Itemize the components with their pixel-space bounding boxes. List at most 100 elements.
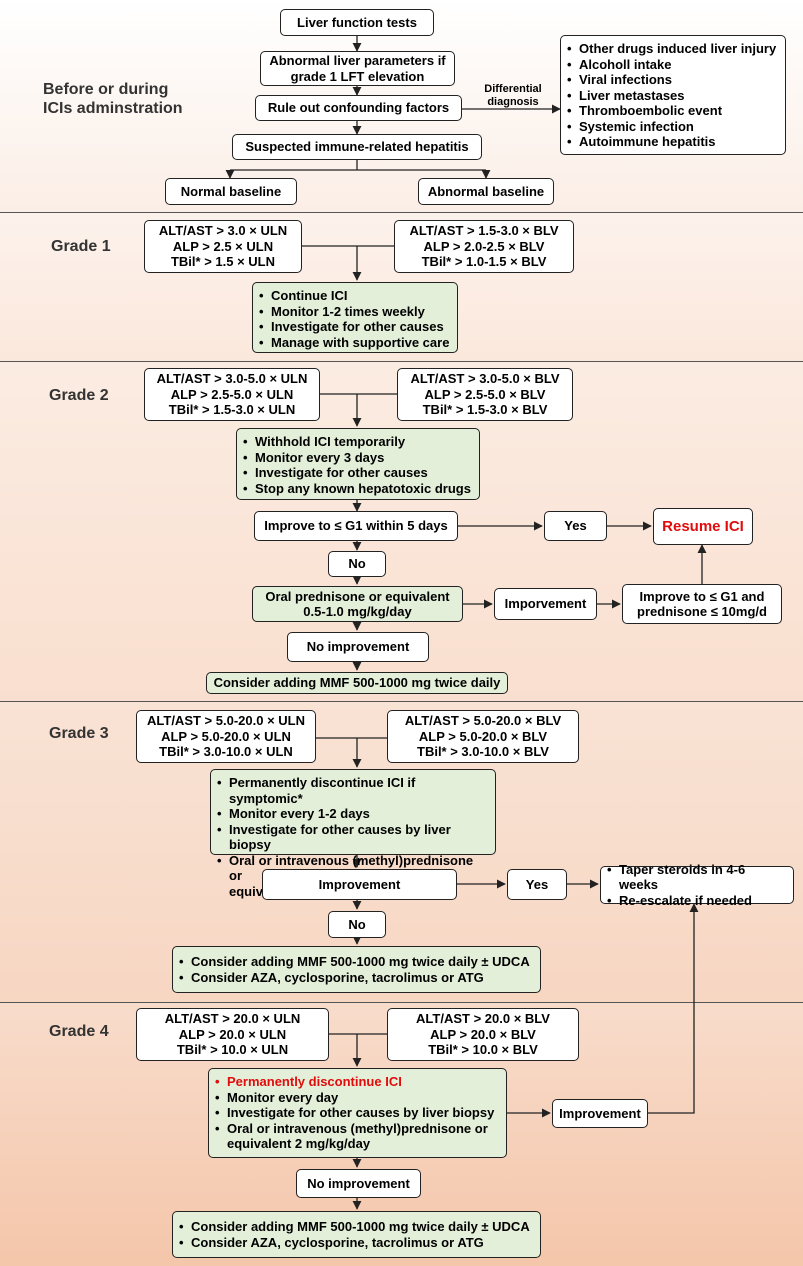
section-label-grade1: Grade 1 <box>51 238 111 255</box>
criterion: TBil* > 10.0 × ULN <box>176 1042 289 1058</box>
g3-yes-box: Yes <box>507 869 567 900</box>
g4-actions-box: Permanently discontinue ICI Monitor ever… <box>208 1068 507 1158</box>
consider-item: Consider AZA, cyclosporine, tacrolimus o… <box>179 1235 530 1251</box>
g3-blv-criteria: ALT/AST > 5.0-20.0 × BLV ALP > 5.0-20.0 … <box>387 710 579 763</box>
g3-uln-criteria: ALT/AST > 5.0-20.0 × ULN ALP > 5.0-20.0 … <box>136 710 316 763</box>
action-item: Monitor every day <box>215 1090 494 1106</box>
action-item: Permanently discontinue ICI if symptomic… <box>217 775 489 806</box>
differential-item: Thromboembolic event <box>567 103 776 119</box>
criterion: ALP > 5.0-20.0 × ULN <box>161 728 291 744</box>
criterion: ALT/AST > 5.0-20.0 × ULN <box>147 713 305 729</box>
criterion: ALT/AST > 5.0-20.0 × BLV <box>404 713 562 729</box>
differentials-box: Other drugs induced liver injury Alcohol… <box>560 35 786 155</box>
taper-list: Taper steroids in 4-6 weeks Re-escalate … <box>607 862 787 909</box>
section-label-grade2: Grade 2 <box>49 387 109 404</box>
divider-3 <box>0 701 803 702</box>
criterion: TBil* > 1.5-3.0 × BLV <box>422 402 548 418</box>
criterion: TBil* > 3.0-10.0 × BLV <box>417 744 549 760</box>
criterion: ALP > 2.5-5.0 × BLV <box>424 386 546 402</box>
action-item-continued: equivalent 2 mg/kg/day <box>215 1136 494 1152</box>
divider-4 <box>0 1002 803 1003</box>
g1-blv-criteria: ALT/AST > 1.5-3.0 × BLV ALP > 2.0-2.5 × … <box>394 220 574 273</box>
g1-actions-box: Continue ICI Monitor 1-2 times weekly In… <box>252 282 458 353</box>
prednisone-limit: prednisone ≤ 10mg/d <box>637 604 767 619</box>
section-label-grade4: Grade 4 <box>49 1023 109 1040</box>
g2-blv-criteria: ALT/AST > 3.0-5.0 × BLV ALP > 2.5-5.0 × … <box>397 368 573 421</box>
g4-no-improvement-box: No improvement <box>296 1169 421 1198</box>
g4-improvement-box: Improvement <box>552 1099 648 1128</box>
g4-consider-box: Consider adding MMF 500-1000 mg twice da… <box>172 1211 541 1258</box>
criterion: ALP > 2.0-2.5 × BLV <box>423 238 545 254</box>
differential-item: Other drugs induced liver injury <box>567 41 776 57</box>
g2-uln-criteria: ALT/AST > 3.0-5.0 × ULN ALP > 2.5-5.0 × … <box>144 368 320 421</box>
taper-item: Re-escalate if needed <box>607 893 787 909</box>
differentials-list: Other drugs induced liver injury Alcohol… <box>567 41 776 150</box>
criterion: ALT/AST > 20.0 × ULN <box>164 1011 301 1027</box>
g1-actions-list: Continue ICI Monitor 1-2 times weekly In… <box>259 288 449 350</box>
lft-box: Liver function tests <box>280 9 434 36</box>
taper-item: Taper steroids in 4-6 weeks <box>607 862 787 893</box>
criterion: ALT/AST > 20.0 × BLV <box>416 1011 550 1027</box>
criterion: ALP > 20.0 × BLV <box>430 1026 536 1042</box>
action-item: Monitor 1-2 times weekly <box>259 304 449 320</box>
action-item: Stop any known hepatotoxic drugs <box>243 481 471 497</box>
differential-item: Alcoholl intake <box>567 57 776 73</box>
differential-item: Viral infections <box>567 72 776 88</box>
g2-actions-list: Withhold ICI temporarily Monitor every 3… <box>243 434 471 496</box>
prednisone-line: Oral prednisone or equivalent <box>265 588 450 604</box>
action-item: Investigate for other causes by liver bi… <box>215 1105 494 1121</box>
g4-actions-list: Permanently discontinue ICI Monitor ever… <box>215 1074 494 1152</box>
criterion: ALT/AST > 1.5-3.0 × BLV <box>409 223 559 239</box>
consider-item: Consider AZA, cyclosporine, tacrolimus o… <box>179 970 530 986</box>
section-label-grade3: Grade 3 <box>49 725 109 742</box>
criterion: ALP > 20.0 × ULN <box>178 1026 287 1042</box>
g3-actions-box: Permanently discontinue ICI if symptomic… <box>210 769 496 899</box>
g4-consider-list: Consider adding MMF 500-1000 mg twice da… <box>179 1219 530 1250</box>
taper-box: Taper steroids in 4-6 weeks Re-escalate … <box>600 862 794 908</box>
action-item: Manage with supportive care <box>259 335 449 351</box>
abnormal-baseline-box: Abnormal baseline <box>418 178 554 205</box>
g3-no-box: No <box>328 911 386 938</box>
g2-actions-box: Withhold ICI temporarily Monitor every 3… <box>236 428 480 500</box>
consider-item: Consider adding MMF 500-1000 mg twice da… <box>179 1219 530 1235</box>
normal-baseline-box: Normal baseline <box>165 178 297 205</box>
g2-no-box: No <box>328 551 386 577</box>
differential-label: Differential diagnosis <box>484 83 542 108</box>
criterion: TBil* > 3.0-10.0 × ULN <box>159 744 293 760</box>
g2-prednisone-box: Oral prednisone or equivalent 0.5-1.0 mg… <box>252 586 463 622</box>
g2-yes-box: Yes <box>544 511 607 541</box>
g4-uln-criteria: ALT/AST > 20.0 × ULN ALP > 20.0 × ULN TB… <box>136 1008 329 1061</box>
action-item: Oral or intravenous (methyl)prednisone o… <box>217 853 489 884</box>
criterion: ALP > 2.5 × ULN <box>172 238 274 254</box>
action-item: Monitor every 3 days <box>243 450 471 466</box>
criterion: TBil* > 10.0 × BLV <box>428 1042 538 1058</box>
action-item: Investigate for other causes by liver bi… <box>217 822 489 853</box>
g2-improvement-box: Imporvement <box>494 588 597 620</box>
differential-item: Systemic infection <box>567 119 776 135</box>
differential-item: Liver metastases <box>567 88 776 104</box>
g2-improve-box: Improve to ≤ G1 within 5 days <box>254 511 458 541</box>
criterion: ALT/AST > 3.0-5.0 × ULN <box>156 371 308 387</box>
g2-improve-g1-box: Improve to ≤ G1 and prednisone ≤ 10mg/d <box>622 584 782 624</box>
g4-blv-criteria: ALT/AST > 20.0 × BLV ALP > 20.0 × BLV TB… <box>387 1008 579 1061</box>
resume-ici-box: Resume ICI <box>653 508 753 545</box>
differential-item: Autoimmune hepatitis <box>567 134 776 150</box>
criterion: TBil* > 1.0-1.5 × BLV <box>421 254 547 270</box>
g3-consider-box: Consider adding MMF 500-1000 mg twice da… <box>172 946 541 993</box>
suspected-hepatitis-box: Suspected immune-related hepatitis <box>232 134 482 160</box>
g3-consider-list: Consider adding MMF 500-1000 mg twice da… <box>179 954 530 985</box>
section-label-pre: Before or during ICIs adminstration <box>43 81 183 117</box>
divider-1 <box>0 212 803 213</box>
action-item: Continue ICI <box>259 288 449 304</box>
action-item: Monitor every 1-2 days <box>217 806 489 822</box>
action-item: Withhold ICI temporarily <box>243 434 471 450</box>
action-continuation: equivalent 2 mg/kg/day <box>227 1136 371 1151</box>
consider-item: Consider adding MMF 500-1000 mg twice da… <box>179 954 530 970</box>
action-item: Oral or intravenous (methyl)prednisone o… <box>215 1121 494 1137</box>
g2-mmf-box: Consider adding MMF 500-1000 mg twice da… <box>206 672 508 694</box>
criterion: ALP > 5.0-20.0 × BLV <box>418 728 548 744</box>
rule-out-box: Rule out confounding factors <box>255 95 462 121</box>
action-item: Investigate for other causes <box>259 319 449 335</box>
action-item: Investigate for other causes <box>243 465 471 481</box>
